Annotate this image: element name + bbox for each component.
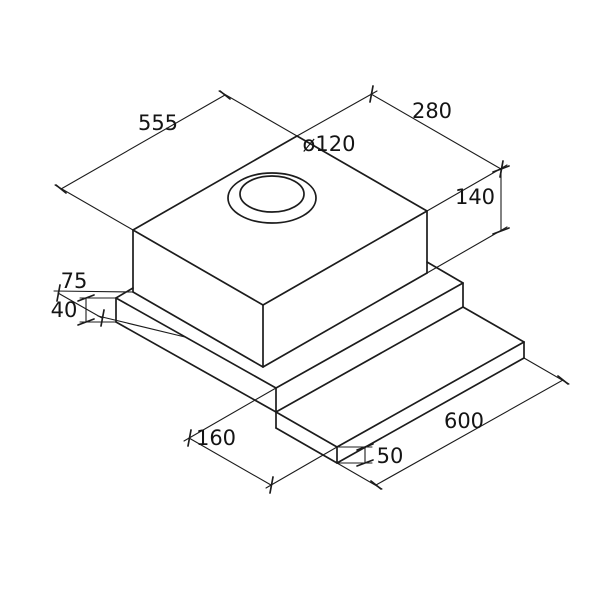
dim-outlet-diameter: ø120 <box>303 132 356 156</box>
dim-75-label: 75 <box>61 269 88 293</box>
dimension-annotations: 555 280 ø120 140 <box>51 85 570 494</box>
dim-280-label: 280 <box>412 99 452 123</box>
dim-140-label: 140 <box>455 185 495 209</box>
dim-600-label: 600 <box>444 409 484 433</box>
telescopic-visor <box>275 306 525 464</box>
visor-housing <box>115 261 464 413</box>
dim-600-total-width: 600 <box>336 357 570 490</box>
dim-280-body-depth: 280 <box>296 85 508 212</box>
dim-diameter-label: ø120 <box>303 132 356 156</box>
dim-40-housing-height: 40 <box>51 294 117 326</box>
dim-50-label: 50 <box>377 444 404 468</box>
body-top-face <box>132 135 428 306</box>
dim-50-front-panel: 50 <box>336 443 404 468</box>
dim-160-label: 160 <box>196 426 236 450</box>
dim-140-body-height: 140 <box>426 165 510 274</box>
outlet-outer-ring <box>227 172 317 224</box>
dim-555-label: 555 <box>138 111 178 135</box>
dim-555-body-width: 555 <box>54 90 298 231</box>
outlet-inner-ring <box>239 175 305 213</box>
dim-160-visor-extension: 160 <box>183 387 338 494</box>
dim-40-label: 40 <box>51 298 78 322</box>
exhaust-outlet <box>227 172 317 224</box>
dim-75-housing-offset: 75 <box>53 269 186 338</box>
